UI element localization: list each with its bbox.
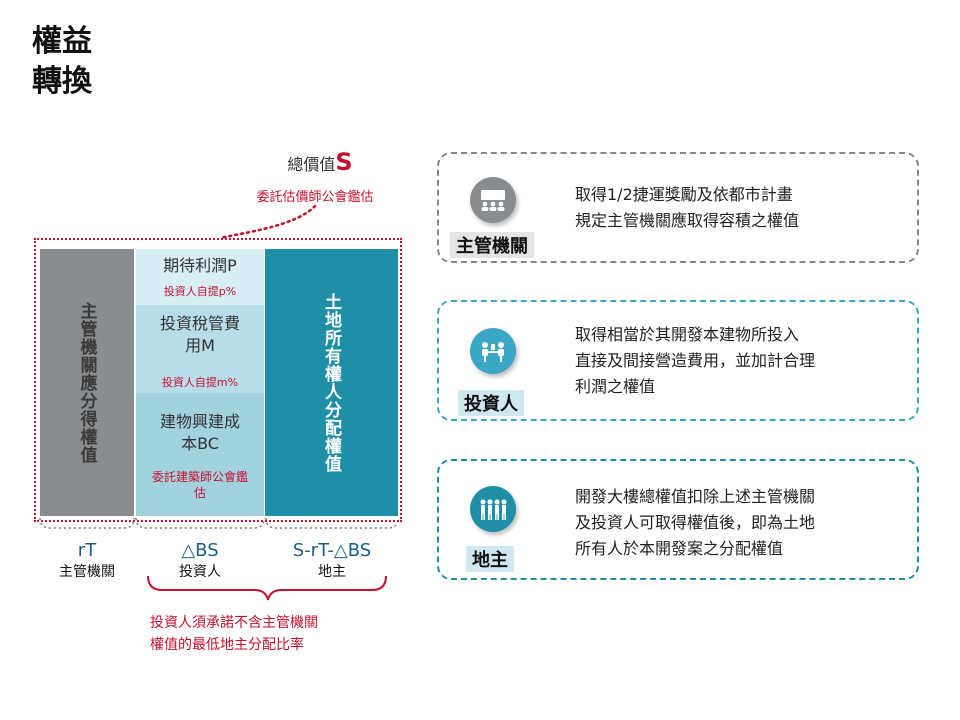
bottom-landowner: S-rT-△BS 地主 (266, 540, 398, 581)
investor-commitment-note: 投資人須承諾不含主管機關 權值的最低地主分配比率 (150, 612, 318, 656)
landowner-line-2: 及投資人可取得權值後，即為土地 (575, 513, 816, 532)
tax-management-fee-block: 投資稅管費用M 投資人自提m% (136, 305, 264, 393)
business-meeting-icon (470, 328, 516, 374)
bottom-authority: rT 主管機關 (40, 540, 134, 581)
authority-card (437, 152, 919, 263)
investor-card (437, 300, 919, 421)
expected-profit-label: 期待利潤P (163, 256, 237, 275)
authority-description: 取得1/2捷運獎勵及依都市計畫 規定主管機關應取得容積之權值 (575, 182, 799, 234)
landowner-share-label: 土地所有權人分配權值 (321, 292, 341, 473)
total-appraisal-note: 委託估價師公會鑑估 (256, 190, 374, 205)
label-authority: 主管機關 (59, 564, 115, 580)
construction-cost-note: 委託建築師公會鑑估 (151, 470, 248, 500)
note-line-1: 投資人須承諾不含主管機關 (150, 615, 318, 631)
meeting-audience-icon (470, 177, 516, 223)
authority-line-1: 取得1/2捷運獎勵及依都市計畫 (575, 185, 793, 204)
role-authority: 主管機關 (450, 232, 534, 258)
label-investor: 投資人 (179, 564, 221, 580)
role-landowner: 地主 (466, 546, 514, 572)
landowner-description: 開發大樓總權值扣除上述主管機關 及投資人可取得權值後，即為土地 所有人於本開發案… (575, 484, 815, 562)
landowner-card (437, 459, 919, 580)
total-value-frame (34, 238, 402, 522)
tax-management-fee-label: 投資稅管費用M (159, 314, 240, 355)
authority-share-column: 主管機關應分得權值 (40, 249, 134, 516)
construction-cost-label: 建物興建成本BC (159, 412, 240, 453)
formula-landowner: S-rT-△BS (292, 540, 372, 561)
investor-line-1: 取得相當於其開發本建物所投入 (575, 325, 800, 344)
formula-rt: rT (77, 540, 97, 561)
role-investor: 投資人 (458, 390, 524, 416)
investor-line-2: 直接及間接營造費用，並加計合理 (575, 351, 816, 370)
title-line-2: 轉換 (32, 64, 92, 99)
title-line-1: 權益 (32, 24, 92, 59)
authority-line-2: 規定主管機關應取得容積之權值 (575, 211, 800, 230)
total-symbol: S (335, 148, 353, 176)
formula-bs: △BS (181, 540, 219, 561)
note-line-2: 權值的最低地主分配比率 (150, 637, 304, 653)
landowner-line-3: 所有人於本開發案之分配權值 (575, 539, 784, 558)
authority-share-label: 主管機關應分得權值 (76, 301, 97, 464)
expected-profit-note: 投資人自提p% (163, 285, 237, 298)
investor-line-3: 利潤之權值 (575, 377, 656, 396)
bottom-investor: △BS 投資人 (136, 540, 264, 581)
tax-management-fee-note: 投資人自提m% (161, 376, 239, 389)
total-label: 總價值 (287, 155, 336, 174)
construction-cost-block: 建物興建成本BC 委託建築師公會鑑估 (136, 393, 264, 516)
label-landowner: 地主 (318, 564, 346, 580)
people-group-icon (470, 486, 516, 532)
expected-profit-block: 期待利潤P 投資人自提p% (136, 249, 264, 305)
landowner-line-1: 開發大樓總權值扣除上述主管機關 (575, 487, 816, 506)
total-value-label: 總價值S (250, 148, 390, 176)
page-title: 權益 轉換 (32, 22, 92, 102)
landowner-share-column: 土地所有權人分配權值 (265, 249, 398, 516)
investor-description: 取得相當於其開發本建物所投入 直接及間接營造費用，並加計合理 利潤之權值 (575, 322, 815, 400)
